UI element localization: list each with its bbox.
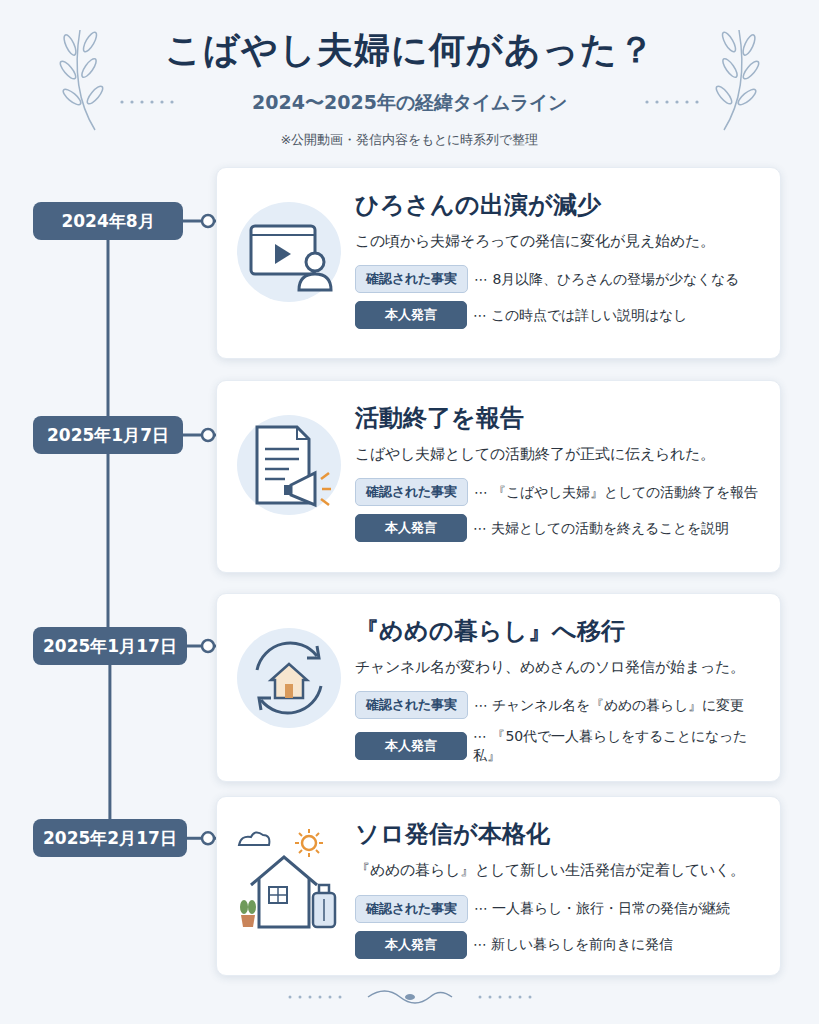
card-heading: 『めめの暮らし』へ移行 xyxy=(355,616,768,647)
connector-line xyxy=(108,665,111,819)
tag-pill: 確認された事実 xyxy=(355,895,468,923)
tag-pill: 本人発言 xyxy=(355,931,467,959)
connector-dot xyxy=(202,640,214,652)
tag-text: ⋯ 8月以降、ひろさんの登場が少なくなる xyxy=(474,270,739,289)
date-text: 2025年2月17日 xyxy=(43,827,177,850)
card-description: チャンネル名が変わり、めめさんのソロ発信が始まった。 xyxy=(355,657,768,677)
tag-row: 確認された事実 ⋯ 8月以降、ひろさんの登場が少なくなる xyxy=(355,265,768,293)
laurel-right xyxy=(714,30,761,130)
house-cycle-icon xyxy=(229,618,349,738)
tag-row: 確認された事実 ⋯ チャンネル名を『めめの暮らし』に変更 xyxy=(355,691,768,719)
tag-row: 本人発言 ⋯ 新しい暮らしを前向きに発信 xyxy=(355,931,768,959)
card-description: この頃から夫婦そろっての発信に変化が見え始めた。 xyxy=(355,231,768,251)
timeline-connector xyxy=(108,454,109,627)
timeline-connector xyxy=(109,665,110,819)
timeline-connector xyxy=(187,832,216,844)
tag-row: 本人発言 ⋯ この時点では詳しい説明はなし xyxy=(355,301,768,329)
source-note: ※公開動画・発信内容をもとに時系列で整理 xyxy=(0,131,819,149)
tag-text: ⋯ 新しい暮らしを前向きに発信 xyxy=(473,935,673,954)
card-description: こばやし夫婦としての活動終了が正式に伝えられた。 xyxy=(355,444,768,464)
timeline-connector xyxy=(108,240,109,416)
tag-pill: 本人発言 xyxy=(355,732,467,760)
tag-row: 本人発言⋯ 『50代で一人暮らしをすることになった私』 xyxy=(355,727,768,765)
tag-text: ⋯ 夫婦としての活動を終えることを説明 xyxy=(473,519,729,538)
tag-text: ⋯ チャンネル名を『めめの暮らし』に変更 xyxy=(474,696,744,715)
event-card: ひろさんの出演が減少この頃から夫婦そろっての発信に変化が見え始めた。確認された事… xyxy=(216,167,781,359)
date-text: 2024年8月 xyxy=(61,210,154,233)
timeline-connector xyxy=(187,640,216,652)
card-heading: ひろさんの出演が減少 xyxy=(355,190,768,221)
tag-pill: 確認された事実 xyxy=(355,691,468,719)
tag-pill: 確認された事実 xyxy=(355,478,468,506)
bottom-ornament xyxy=(289,991,532,1003)
card-heading: 活動終了を報告 xyxy=(355,403,768,434)
timeline-connector xyxy=(183,429,216,441)
tag-text: ⋯ 『こばやし夫婦』としての活動終了を報告 xyxy=(474,483,758,502)
tag-text: ⋯ この時点では詳しい説明はなし xyxy=(473,306,687,325)
connector-dot xyxy=(202,832,214,844)
connector-line xyxy=(107,454,110,627)
card-heading: ソロ発信が本格化 xyxy=(355,819,768,850)
date-text: 2025年1月17日 xyxy=(43,635,177,658)
timeline-connector xyxy=(183,215,216,227)
date-pill: 2025年1月7日 xyxy=(33,416,183,454)
tag-row: 本人発言 ⋯ 夫婦としての活動を終えることを説明 xyxy=(355,514,768,542)
tag-pill: 本人発言 xyxy=(355,514,467,542)
date-text: 2025年1月7日 xyxy=(47,424,169,447)
laurel-left xyxy=(58,30,105,130)
tag-pill: 確認された事実 xyxy=(355,265,468,293)
video-icon xyxy=(229,192,349,312)
tag-pill: 本人発言 xyxy=(355,301,467,329)
connector-dot xyxy=(202,429,214,441)
tag-text: ⋯ 一人暮らし・旅行・日常の発信が継続 xyxy=(474,899,730,918)
date-pill: 2025年1月17日 xyxy=(33,627,187,665)
event-card: ソロ発信が本格化『めめの暮らし』として新しい生活発信が定着していく。確認された事… xyxy=(216,796,781,975)
diagram-title: こばやし夫婦に何があった？ xyxy=(0,26,819,75)
date-pill: 2025年2月17日 xyxy=(33,819,187,857)
tag-text: ⋯ 『50代で一人暮らしをすることになった私』 xyxy=(473,727,768,765)
date-pill: 2024年8月 xyxy=(33,202,183,240)
document-megaphone-icon xyxy=(229,405,349,525)
tag-row: 確認された事実 ⋯ 一人暮らし・旅行・日常の発信が継続 xyxy=(355,895,768,923)
connector-dot xyxy=(202,215,214,227)
tag-row: 確認された事実 ⋯ 『こばやし夫婦』としての活動終了を報告 xyxy=(355,478,768,506)
home-life-icon xyxy=(229,821,349,941)
subtitle: 2024〜2025年の経緯タイムライン xyxy=(0,90,819,116)
event-card: 活動終了を報告こばやし夫婦としての活動終了が正式に伝えられた。確認された事実 ⋯ … xyxy=(216,380,781,573)
card-description: 『めめの暮らし』として新しい生活発信が定着していく。 xyxy=(355,860,768,880)
event-card: 『めめの暮らし』へ移行チャンネル名が変わり、めめさんのソロ発信が始まった。確認さ… xyxy=(216,593,781,782)
connector-line xyxy=(107,240,110,416)
